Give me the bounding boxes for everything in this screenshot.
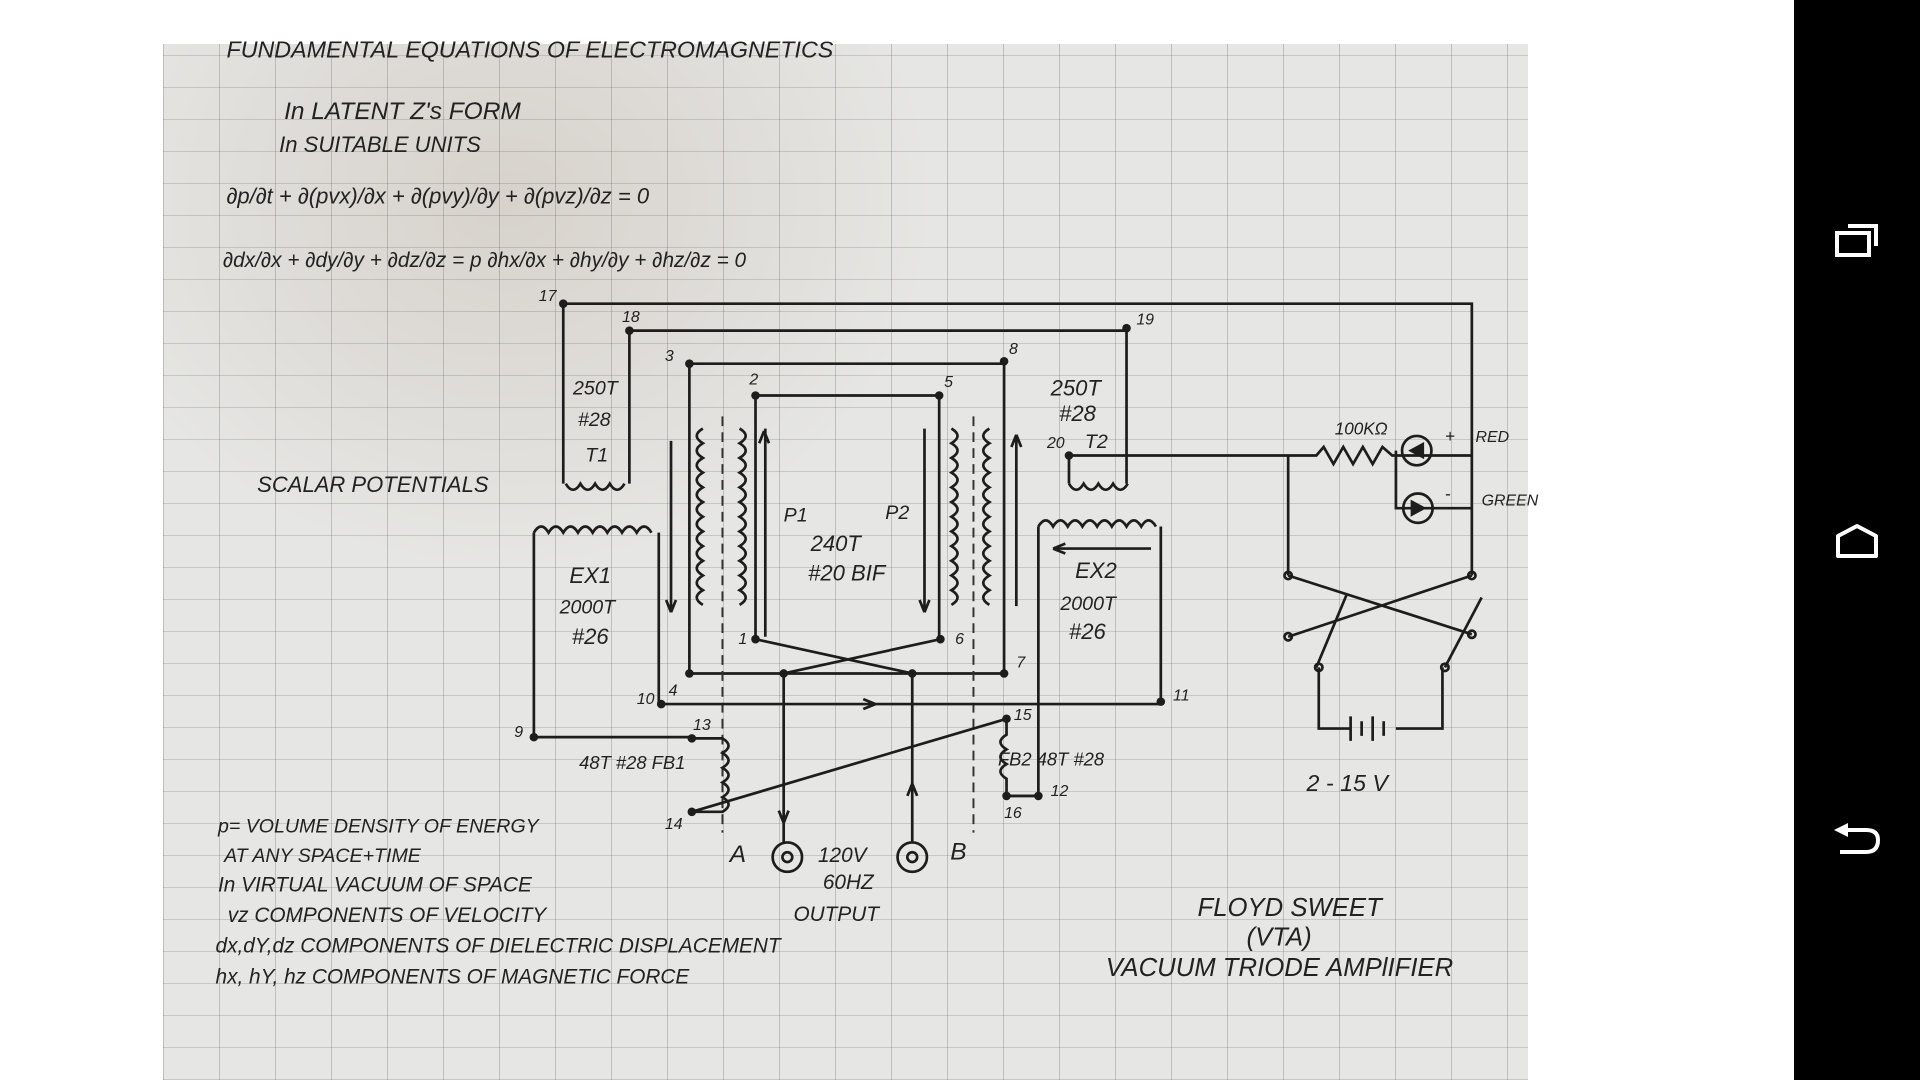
abbrev: (VTA) bbox=[1247, 923, 1312, 951]
t1-label: T1 bbox=[585, 445, 608, 467]
node-label: 20 bbox=[1046, 435, 1065, 452]
node-label: 12 bbox=[1051, 783, 1069, 800]
ex1-label: EX1 bbox=[569, 563, 611, 588]
node-label: 14 bbox=[665, 816, 683, 833]
legend-line: hx, hY, hz COMPONENTS OF MAGNETIC FORCE bbox=[216, 965, 691, 988]
ex2-turns: 2000T bbox=[1059, 593, 1118, 615]
output-b-label: B bbox=[950, 839, 966, 866]
output-label: OUTPUT bbox=[793, 903, 880, 926]
plus-sign: + bbox=[1445, 426, 1455, 446]
back-icon bbox=[1834, 823, 1881, 854]
node-label: 16 bbox=[1004, 805, 1022, 822]
ex2-label: EX2 bbox=[1075, 558, 1117, 583]
node-label: 2 bbox=[748, 371, 758, 388]
home-button[interactable] bbox=[1794, 480, 1920, 600]
back-button[interactable] bbox=[1794, 780, 1920, 900]
equation-divergence: ∂dx/∂x + ∂dy/∂y + ∂dz/∂z = p ∂hx/∂x + ∂h… bbox=[223, 249, 747, 272]
node-label: 6 bbox=[955, 631, 964, 648]
output-a-label: A bbox=[728, 841, 746, 868]
fb2-label: FB2 48T #28 bbox=[998, 748, 1105, 769]
component-labels: 250T #28 T1 250T #28 T2 EX1 2000T #26 EX… bbox=[559, 376, 1539, 926]
output-frequency: 60HZ bbox=[823, 871, 875, 894]
resistor-label: 100KΩ bbox=[1335, 419, 1388, 439]
node-label: 7 bbox=[1016, 654, 1026, 671]
t1-wire: #28 bbox=[578, 409, 611, 431]
doc-title: FUNDAMENTAL EQUATIONS OF ELECTROMAGNETIC… bbox=[227, 37, 834, 63]
node-label: 9 bbox=[514, 724, 523, 741]
node-label: 15 bbox=[1014, 707, 1032, 724]
home-icon bbox=[1836, 524, 1878, 558]
legend: p= VOLUME DENSITY OF ENERGY AT ANY SPACE… bbox=[216, 816, 782, 989]
node-label: 13 bbox=[693, 717, 711, 734]
legend-line: vz COMPONENTS OF VELOCITY bbox=[228, 904, 549, 927]
doc-subtitle: In SUITABLE UNITS bbox=[279, 132, 481, 157]
node-label: 19 bbox=[1136, 311, 1154, 328]
fb1-label: 48T #28 FB1 bbox=[579, 752, 685, 773]
node-label: 10 bbox=[637, 691, 655, 708]
device-name: VACUUM TRIODE AMPlIFIER bbox=[1106, 954, 1454, 982]
node-label: 5 bbox=[944, 374, 953, 391]
android-nav-bar bbox=[1794, 0, 1920, 1080]
p1-label: P1 bbox=[784, 505, 808, 527]
node-label: 11 bbox=[1173, 687, 1190, 704]
t2-wire: #28 bbox=[1059, 401, 1097, 426]
wires bbox=[532, 302, 1483, 874]
legend-line: AT ANY SPACE+TIME bbox=[223, 845, 422, 867]
battery-voltage: 2 - 15 V bbox=[1306, 770, 1391, 796]
recents-button[interactable] bbox=[1794, 180, 1920, 300]
ex2-wire: #26 bbox=[1069, 619, 1107, 644]
p2-label: P2 bbox=[885, 502, 909, 524]
equation-continuity: ∂p/∂t + ∂(pvx)/∂x + ∂(pvy)/∂y + ∂(pvz)/∂… bbox=[227, 183, 650, 208]
scalar-potentials-label: SCALAR POTENTIALS bbox=[257, 472, 489, 497]
legend-line: dx,dY,dz COMPONENTS OF DIELECTRIC DISPLA… bbox=[216, 935, 782, 958]
node-label: 1 bbox=[738, 631, 747, 648]
legend-line: p= VOLUME DENSITY OF ENERGY bbox=[217, 816, 541, 838]
green-led-label: GREEN bbox=[1482, 493, 1539, 510]
junction-nodes bbox=[529, 299, 1477, 817]
t2-turns: 250T bbox=[1050, 376, 1103, 401]
node-label: 8 bbox=[1009, 341, 1018, 358]
minus-sign: - bbox=[1445, 484, 1451, 504]
t1-turns: 250T bbox=[572, 377, 620, 399]
primary-turns: 240T bbox=[810, 531, 863, 556]
author: FLOYD SWEET bbox=[1198, 894, 1385, 922]
red-led-label: RED bbox=[1476, 429, 1510, 446]
node-label: 4 bbox=[669, 683, 678, 700]
node-label: 17 bbox=[539, 288, 558, 305]
node-label: 18 bbox=[622, 309, 640, 326]
doc-subtitle: In LATENT Z's FORM bbox=[284, 98, 521, 125]
ex1-wire: #26 bbox=[572, 624, 610, 649]
t2-label: T2 bbox=[1085, 431, 1108, 453]
ex1-turns: 2000T bbox=[559, 596, 618, 618]
node-labels: 17 18 19 3 8 2 5 20 1 6 4 7 10 11 9 13 1… bbox=[514, 288, 1189, 833]
legend-line: In VIRTUAL VACUUM OF SPACE bbox=[218, 873, 533, 896]
node-label: 3 bbox=[665, 348, 674, 365]
primary-wire: #20 BIF bbox=[808, 560, 887, 585]
recents-icon bbox=[1835, 224, 1878, 257]
schematic-image bbox=[163, 44, 1528, 1080]
output-voltage: 120V bbox=[818, 844, 869, 867]
